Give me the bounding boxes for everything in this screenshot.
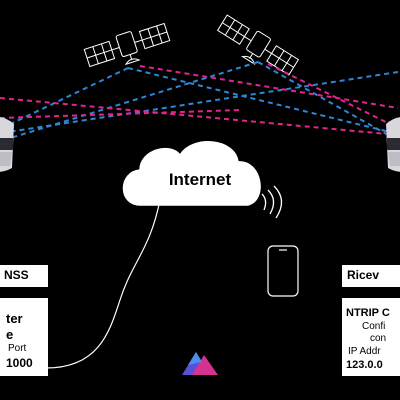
network-cable	[45, 199, 161, 369]
internet-label: Internet	[168, 170, 232, 189]
right-panel-header: Ricev	[342, 265, 400, 287]
correction-link	[0, 109, 241, 119]
left-panel-header: NSS	[0, 265, 48, 287]
correction-link	[139, 65, 399, 109]
right-panel-line3: IP Addr	[348, 346, 381, 357]
gnss-receiver-icon	[386, 117, 400, 172]
gps-link	[3, 61, 259, 141]
right-panel-header-text: Ricev	[347, 268, 380, 282]
left-panel-title-line2: e	[6, 327, 14, 342]
satellite-icon	[216, 14, 300, 76]
gnss-receiver-icon	[0, 117, 14, 172]
gps-link	[257, 61, 391, 137]
wifi-signal-icon	[261, 185, 283, 219]
logo-mountain-icon	[182, 352, 218, 375]
right-panel-ip-value: 123.0.0	[346, 359, 383, 371]
left-panel-port-label: Port	[8, 343, 27, 354]
left-panel-title-line1: ter	[6, 311, 23, 326]
cloud-icon	[122, 141, 261, 206]
left-panel-header-text: NSS	[4, 268, 29, 282]
smartphone-icon	[267, 245, 299, 297]
right-panel-title: NTRIP C	[346, 307, 390, 319]
left-panel-body: ter e Port 1000	[0, 298, 48, 376]
right-panel-line2: con	[370, 333, 387, 344]
correction-links	[0, 63, 399, 136]
right-panel-line1: Confi	[362, 321, 386, 332]
gps-link	[1, 67, 129, 129]
left-panel-port-value: 1000	[6, 356, 33, 370]
correction-link	[0, 97, 399, 136]
satellite-icon	[83, 22, 171, 68]
gps-link	[7, 71, 399, 133]
gps-link	[127, 67, 399, 135]
gps-links	[1, 61, 399, 141]
correction-link	[267, 63, 399, 129]
right-panel-body: NTRIP C Confi con IP Addr 123.0.0	[342, 298, 400, 376]
